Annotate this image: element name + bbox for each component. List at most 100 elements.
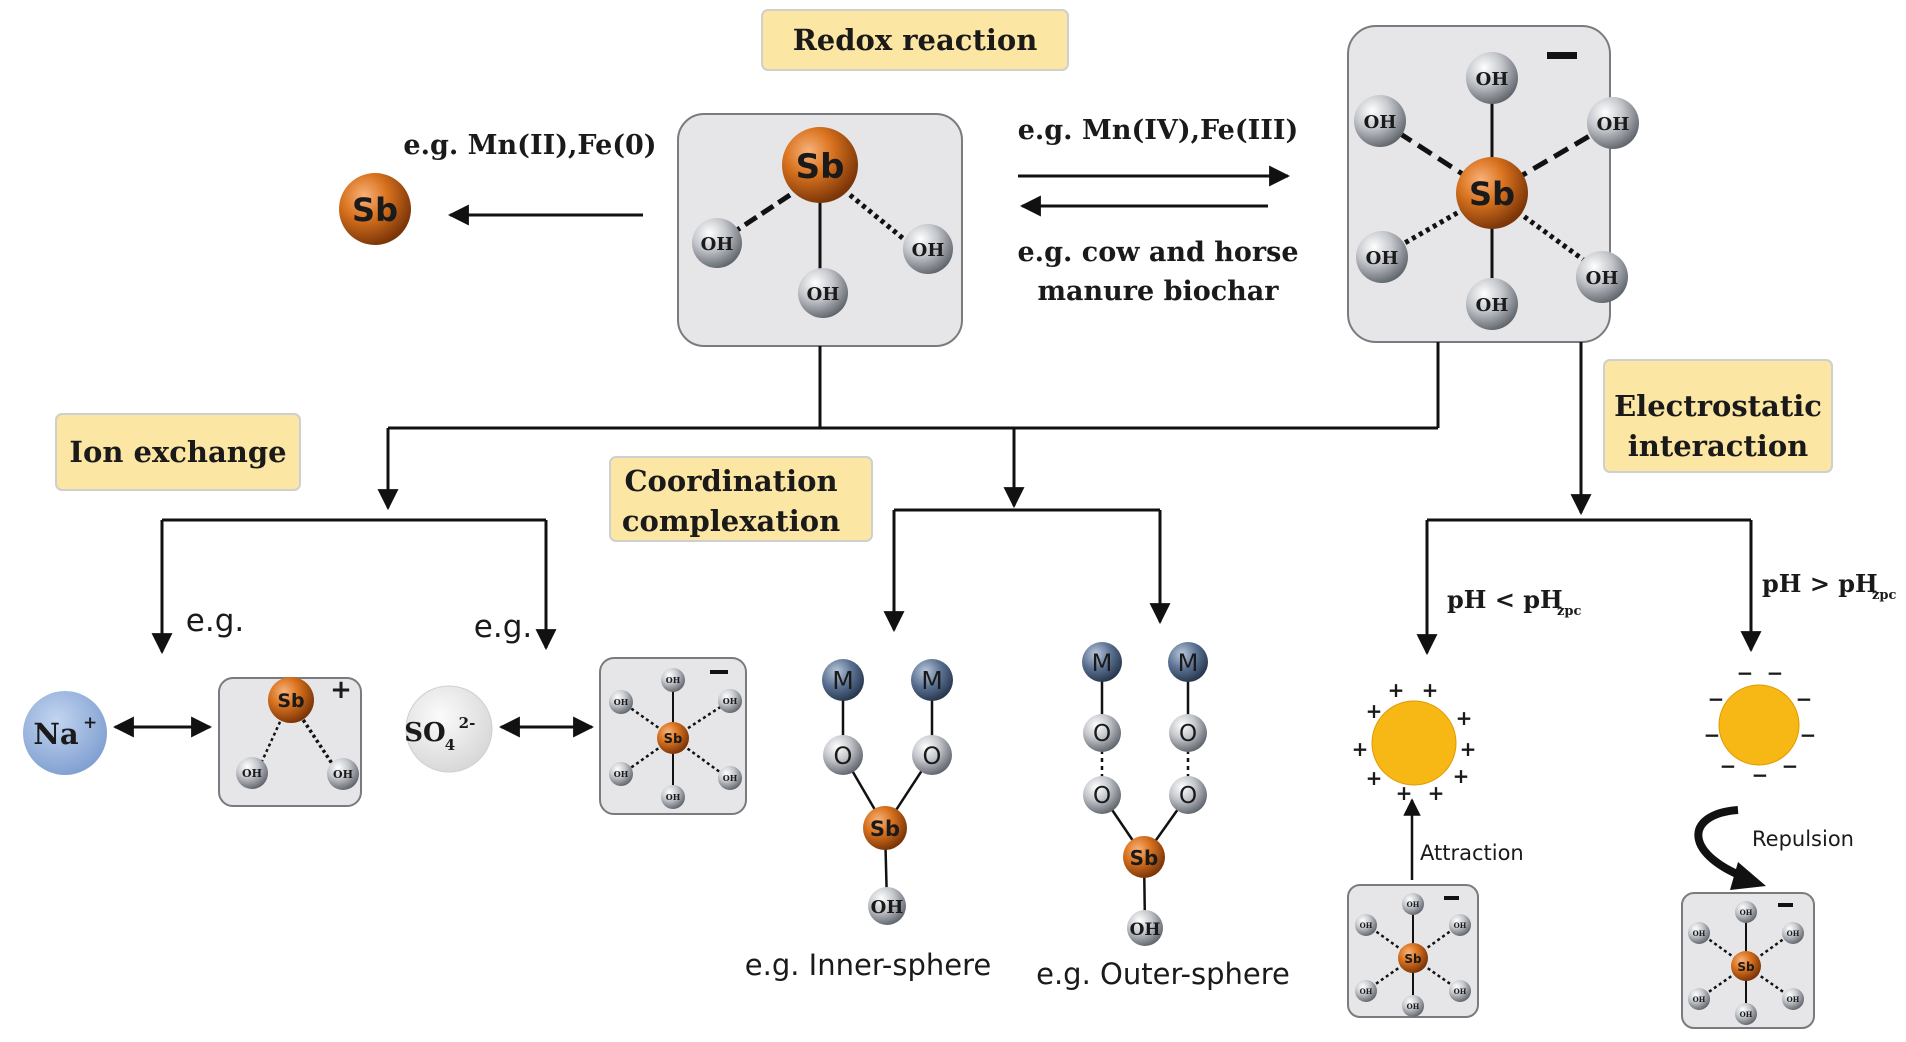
svg-text:+: + <box>1453 764 1470 788</box>
svg-text:OH: OH <box>1787 995 1800 1004</box>
oh-atom: OH <box>1587 97 1639 149</box>
svg-text:OH: OH <box>1366 248 1399 269</box>
positive-particle: + + + + + + + + + + <box>1352 678 1477 805</box>
svg-text:OH: OH <box>1360 921 1373 930</box>
svg-text:O: O <box>923 742 942 770</box>
oh-atom: OH <box>798 268 848 318</box>
svg-text:pH > pH: pH > pH <box>1762 569 1878 598</box>
svg-text:+: + <box>1366 699 1383 723</box>
svg-text:+: + <box>1428 781 1445 805</box>
svg-text:OH: OH <box>723 696 738 706</box>
oh-atom: OH <box>692 218 742 268</box>
svg-text:4: 4 <box>445 736 455 754</box>
reduced-sb-atom: Sb <box>339 173 411 245</box>
repulsion-label: Repulsion <box>1752 827 1854 851</box>
oh-atom: OH <box>1466 52 1518 104</box>
svg-text:OH: OH <box>614 769 629 779</box>
svg-text:Sb: Sb <box>1469 175 1515 213</box>
svg-text:OH: OH <box>1454 987 1467 996</box>
svg-text:OH: OH <box>1454 921 1467 930</box>
svg-text:zpc: zpc <box>1557 604 1581 619</box>
oh-atom: OH <box>903 224 953 274</box>
svg-text:Redox reaction: Redox reaction <box>793 23 1038 57</box>
svg-text:M: M <box>1092 649 1113 677</box>
svg-text:OH: OH <box>1130 920 1161 940</box>
svg-text:OH: OH <box>1476 69 1509 90</box>
svg-text:OH: OH <box>701 234 734 255</box>
ph-above-zpc-label: pH > pH zpc <box>1762 569 1896 603</box>
eg-label-left: e.g. <box>186 603 244 639</box>
repulsion-arrow-head <box>1730 862 1766 890</box>
svg-text:Sb: Sb <box>1130 846 1159 870</box>
svg-text:O: O <box>1179 783 1197 809</box>
svg-text:Sb: Sb <box>1737 960 1755 974</box>
na-ion: Na + <box>23 691 107 775</box>
svg-text:+: + <box>1456 706 1473 730</box>
svg-text:+: + <box>1422 678 1439 702</box>
svg-text:Coordination: Coordination <box>624 464 837 498</box>
molecule-sb-oh3: Sb OH OH OH <box>677 113 963 347</box>
small-molecule-sb-oh6-anion: Sb OH OH OH OH OH OH <box>599 657 747 815</box>
svg-text:Sb: Sb <box>870 817 900 841</box>
negative-particle: − − − − − − − − − <box>1704 661 1817 787</box>
svg-text:+: + <box>1388 678 1405 702</box>
svg-text:OH: OH <box>912 240 945 261</box>
negative-charge-sign <box>1547 52 1577 59</box>
svg-text:O: O <box>1093 783 1111 809</box>
ph-below-zpc-label: pH < pH zpc <box>1447 585 1581 619</box>
svg-text:Sb: Sb <box>1404 952 1422 966</box>
svg-text:OH: OH <box>242 767 262 780</box>
svg-text:−: − <box>1800 723 1817 747</box>
svg-text:OH: OH <box>1693 929 1706 938</box>
svg-text:OH: OH <box>1740 908 1753 917</box>
svg-text:OH: OH <box>1740 1010 1753 1019</box>
small-molecule-sb-oh6-attracted: Sb OH OH OH OH OH OH <box>1347 884 1479 1018</box>
svg-text:OH: OH <box>614 697 629 707</box>
svg-text:−: − <box>1782 754 1799 778</box>
small-molecule-sb-oh2-cation: Sb + OH OH <box>218 675 362 807</box>
svg-text:−: − <box>1796 687 1813 711</box>
svg-text:OH: OH <box>333 768 353 781</box>
svg-text:−: − <box>1752 763 1769 787</box>
svg-text:Sb: Sb <box>277 690 304 712</box>
svg-text:M: M <box>832 666 854 695</box>
svg-text:M: M <box>1178 649 1199 677</box>
inner-sphere-label: e.g. Inner-sphere <box>745 948 991 982</box>
svg-text:−: − <box>1704 723 1721 747</box>
svg-text:+: + <box>1352 737 1369 761</box>
svg-text:Ion exchange: Ion exchange <box>69 435 286 469</box>
attraction-label: Attraction <box>1420 841 1524 865</box>
svg-text:Sb: Sb <box>664 732 683 747</box>
sulfate-ion: SO 4 2- <box>404 685 493 773</box>
sb-atom: Sb <box>1456 157 1528 229</box>
biochar-label-line1: e.g. cow and horse <box>1018 237 1299 268</box>
svg-text:OH: OH <box>871 897 904 918</box>
reduction-agents-label: e.g. Mn(II),Fe(0) <box>403 130 656 161</box>
svg-text:O: O <box>1179 721 1197 747</box>
svg-text:OH: OH <box>1787 929 1800 938</box>
oh-atom: OH <box>1356 231 1408 283</box>
outer-sphere-label: e.g. Outer-sphere <box>1036 957 1290 991</box>
sb-atom: Sb <box>782 127 858 203</box>
svg-text:+: + <box>1366 766 1383 790</box>
svg-text:OH: OH <box>1693 995 1706 1004</box>
svg-text:pH < pH: pH < pH <box>1447 585 1563 614</box>
svg-text:+: + <box>83 713 97 733</box>
svg-text:OH: OH <box>1586 268 1619 289</box>
svg-text:OH: OH <box>723 773 738 783</box>
svg-text:O: O <box>834 742 853 770</box>
svg-text:OH: OH <box>666 792 681 802</box>
svg-text:+: + <box>1396 781 1413 805</box>
svg-text:Sb: Sb <box>352 191 398 229</box>
oh-atom: OH <box>1466 278 1518 330</box>
svg-text:complexation: complexation <box>622 504 840 538</box>
svg-text:OH: OH <box>1476 295 1509 316</box>
svg-text:−: − <box>1767 661 1784 685</box>
inner-sphere-complex: M M O O Sb OH <box>822 659 953 925</box>
svg-text:OH: OH <box>1407 900 1420 909</box>
svg-text:Na: Na <box>33 717 79 751</box>
svg-text:−: − <box>1737 661 1754 685</box>
svg-text:O: O <box>1093 721 1111 747</box>
svg-text:+: + <box>1460 737 1477 761</box>
